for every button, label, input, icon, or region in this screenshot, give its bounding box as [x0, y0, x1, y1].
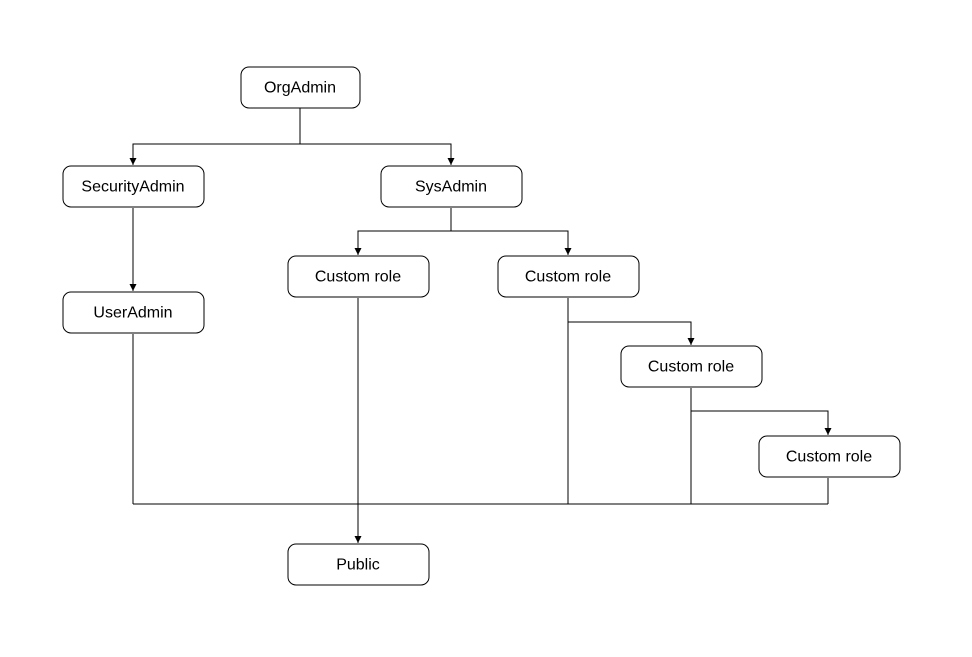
- node-securityadmin-label: SecurityAdmin: [81, 179, 184, 196]
- node-sysadmin-label: SysAdmin: [415, 179, 487, 196]
- edge-orgadmin-to-sysadmin: [300, 143, 455, 165]
- node-custom-role-4-label: Custom role: [786, 449, 872, 466]
- node-custom-role-1-label: Custom role: [315, 269, 401, 286]
- node-orgadmin-label: OrgAdmin: [264, 80, 336, 97]
- node-useradmin-label: UserAdmin: [93, 305, 172, 322]
- node-custom-role-2: Custom role: [497, 255, 640, 298]
- edge-orgadmin-to-securityadmin: [129, 143, 300, 165]
- edge-sysadmin-to-custom-role-1: [354, 230, 451, 255]
- node-custom-role-1: Custom role: [287, 255, 430, 298]
- node-custom-role-3-label: Custom role: [648, 359, 734, 376]
- node-useradmin: UserAdmin: [62, 291, 205, 334]
- node-orgadmin: OrgAdmin: [240, 66, 361, 109]
- node-custom-role-2-label: Custom role: [525, 269, 611, 286]
- node-custom-role-3: Custom role: [620, 345, 763, 388]
- edge-sysadmin-to-custom-role-2: [451, 230, 572, 255]
- node-custom-role-4: Custom role: [758, 435, 901, 478]
- node-public: Public: [287, 543, 430, 586]
- node-securityadmin: SecurityAdmin: [62, 165, 205, 208]
- edges: [129, 108, 832, 543]
- edge-custom-role-2-to-custom-role-3: [568, 321, 695, 345]
- node-sysadmin: SysAdmin: [380, 165, 523, 208]
- node-public-label: Public: [336, 557, 380, 574]
- edge-custom-role-3-to-custom-role-4: [691, 410, 832, 435]
